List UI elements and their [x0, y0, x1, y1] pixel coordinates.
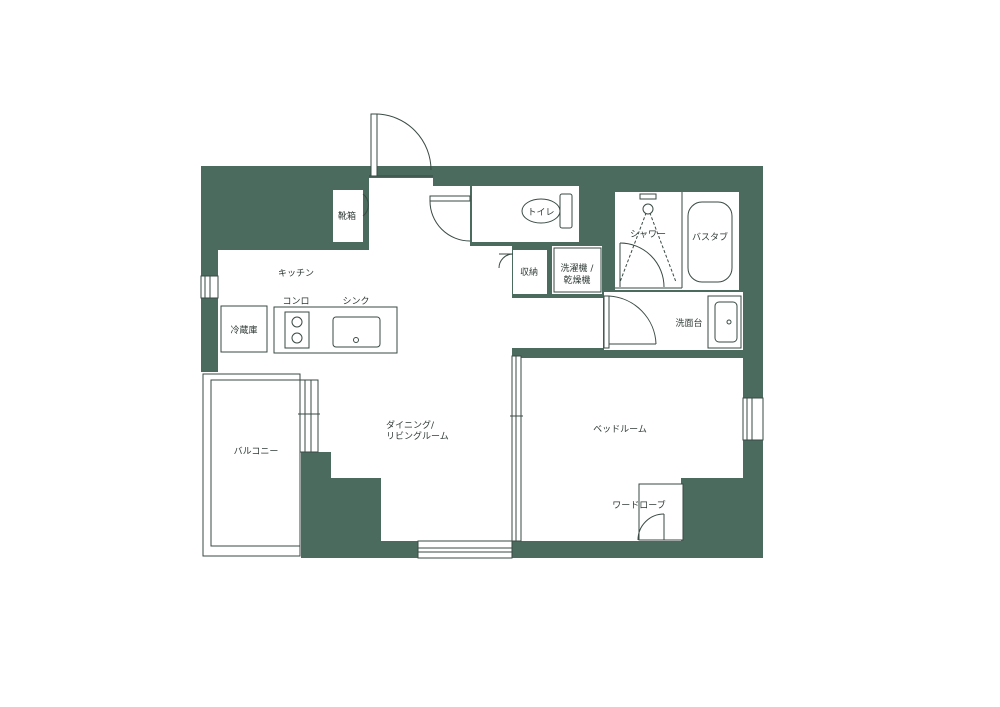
toilet-icon	[521, 193, 573, 229]
shoe-closet-door[interactable]	[362, 193, 369, 217]
bath-fixtures	[615, 192, 733, 289]
sink-label: シンク	[342, 296, 369, 307]
fridge-icon	[220, 305, 268, 353]
entrance-door[interactable]	[369, 113, 433, 177]
stove-icon	[284, 311, 310, 349]
washroom-door[interactable]	[603, 295, 657, 349]
washbasin-label: 洗面台	[675, 317, 702, 329]
storage-door[interactable]	[498, 253, 514, 269]
bathtub-icon	[687, 201, 733, 283]
kitchen-counter	[273, 306, 398, 354]
washer-dryer-label-line2: 乾燥機	[563, 274, 590, 286]
living-label-line1: ダイニング/	[386, 419, 435, 431]
room-labels: キッチン コンロ シンク 冷蔵庫 靴箱 トイレ 収納 洗濯機 / 乾燥機 シャワ…	[230, 208, 728, 511]
washer-dryer-label-line1: 洗濯機 /	[561, 262, 595, 274]
balcony-sliding-door	[298, 379, 320, 453]
entrance-area	[369, 178, 433, 250]
bedroom-sliding-door	[510, 355, 523, 542]
bathtub-label: バスタブ	[692, 231, 728, 243]
sink-icon	[332, 316, 381, 348]
windows	[200, 275, 764, 559]
shower-label: シャワー	[630, 230, 666, 240]
balcony-label: バルコニー	[234, 446, 279, 457]
shower-cone	[619, 207, 677, 283]
washbasin-icon	[707, 295, 742, 349]
fridge-label: 冷蔵庫	[230, 324, 257, 336]
balcony-area	[201, 372, 301, 558]
washer-dryer-icon	[553, 247, 602, 293]
kitchen-label: キッチン	[278, 268, 314, 279]
toilet-door[interactable]	[429, 195, 471, 242]
living-label-line2: リビングルーム	[386, 430, 449, 442]
storage-label: 収納	[520, 266, 538, 278]
wardrobe-door[interactable]	[637, 483, 684, 541]
storage-area	[513, 250, 547, 294]
shoe-closet-label: 靴箱	[338, 210, 356, 222]
bedroom-area	[521, 358, 743, 541]
balcony-outline	[202, 373, 301, 557]
bedroom-label: ベッドルーム	[593, 424, 647, 435]
shoe-closet-area	[333, 190, 363, 242]
window-living-bottom	[417, 540, 513, 559]
wardrobe-label: ワードローブ	[612, 499, 665, 511]
window-bedroom	[742, 397, 764, 441]
toilet-label: トイレ	[527, 208, 554, 218]
stove-label: コンロ	[282, 297, 309, 307]
shower-head-icon	[642, 203, 654, 215]
shower-door[interactable]	[619, 242, 665, 288]
living-kitchen-area	[218, 186, 603, 541]
